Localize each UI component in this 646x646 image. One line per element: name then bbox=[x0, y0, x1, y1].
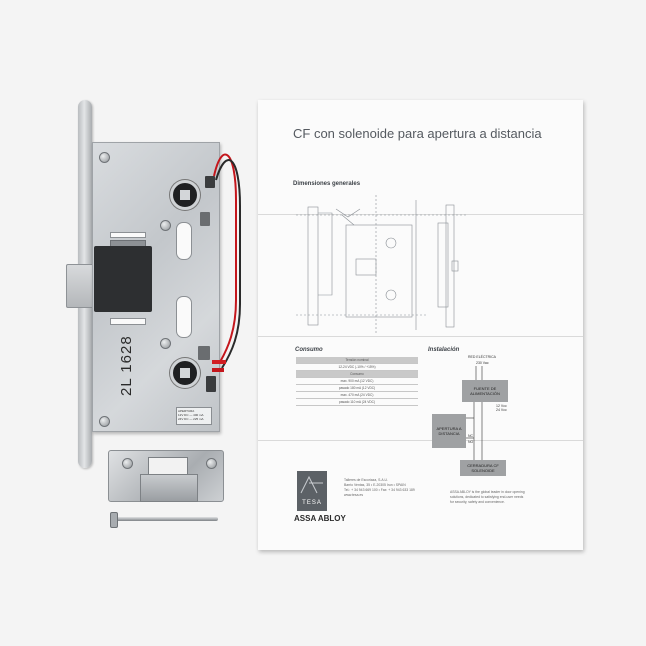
fixing-screw bbox=[110, 517, 218, 521]
installation-heading: Instalación bbox=[428, 347, 460, 353]
leaflet-fold-2 bbox=[258, 336, 583, 337]
follower-upper bbox=[170, 180, 200, 210]
table-row: Tensión nominal bbox=[296, 357, 418, 364]
solenoid-mechanism bbox=[94, 246, 152, 312]
tesa-logo bbox=[297, 471, 327, 511]
statement-line: solutions, dedicated to satisfying end-u… bbox=[450, 495, 524, 499]
wiring-lines bbox=[466, 366, 483, 460]
assa-abloy-logo: ASSA ABLOY bbox=[294, 514, 346, 523]
lock-box: CERRADURA CF SOLENOIDE bbox=[460, 460, 506, 476]
consumption-heading: Consumo bbox=[295, 347, 323, 353]
case-marking: 2L 1628 bbox=[118, 335, 135, 396]
network-label: RED ELÉCTRICA bbox=[468, 355, 497, 359]
statement-line: for security, safety and convenience. bbox=[450, 500, 505, 504]
strike-opening bbox=[148, 457, 188, 475]
table-row: pasado 110 mA (24 VDC) bbox=[296, 399, 418, 406]
address-line: www.tesa.es bbox=[344, 493, 364, 497]
cylinder-slot-upper bbox=[176, 222, 192, 260]
table-row: pasado 180 mA (12 VDC) bbox=[296, 385, 418, 392]
table-row: max. 470 mA (24 VDC) bbox=[296, 392, 418, 399]
no-label: NO bbox=[468, 440, 474, 444]
table-row: Consumo bbox=[296, 371, 418, 378]
fixing-screw-head bbox=[110, 512, 118, 528]
tesa-logo-text: TESA bbox=[302, 500, 322, 506]
nc-label: NC bbox=[468, 434, 474, 438]
address-line: Barrio Ventas, 35 • E-20305 Irun • SPAIN bbox=[344, 483, 406, 487]
strike-screw-right bbox=[206, 458, 217, 469]
table-row: 12-24 VDC (-10% / +15%) bbox=[296, 364, 418, 371]
sticker-line: 12V DC — 400 mA bbox=[178, 413, 204, 417]
address-line: Talleres de Escoriaza, S.A.U. bbox=[344, 478, 388, 482]
consumption-table: Tensión nominal 12-24 VDC (-10% / +15%) … bbox=[296, 357, 418, 406]
part-3 bbox=[198, 346, 210, 360]
screw-3 bbox=[160, 338, 171, 349]
part-2 bbox=[200, 212, 210, 226]
company-address: Talleres de Escoriaza, S.A.U. Barrio Ven… bbox=[344, 478, 415, 498]
rect-slot-2 bbox=[110, 232, 146, 238]
sticker-line: 24V DC — 225 mA bbox=[178, 417, 204, 421]
address-line: Tel.: + 34 943 669 100 • Fax: + 34 943 6… bbox=[344, 488, 415, 492]
logo-mark-icon bbox=[300, 475, 323, 494]
leaflet-fold-1 bbox=[258, 214, 583, 215]
screw-4 bbox=[99, 416, 110, 427]
screw-1 bbox=[99, 152, 110, 163]
group-statement: ASSA ABLOY is the global leader in door … bbox=[450, 490, 525, 505]
voltage-out-label: 12 Vcc 24 Vcc bbox=[496, 404, 507, 412]
sticker-line: APERTURA bbox=[178, 409, 195, 413]
follower-lower bbox=[170, 358, 200, 388]
power-supply-box: FUENTE DE ALIMENTACIÓN bbox=[462, 380, 508, 402]
part-1 bbox=[205, 176, 215, 188]
rating-sticker: APERTURA 12V DC — 400 mA 24V DC — 225 mA bbox=[176, 407, 212, 425]
screw-2 bbox=[160, 220, 171, 231]
strike-screw-left bbox=[122, 458, 133, 469]
strike-lip bbox=[140, 474, 198, 502]
table-row: max. 900 mA (12 VDC) bbox=[296, 378, 418, 385]
part-4 bbox=[206, 376, 216, 392]
network-voltage: 230 Vac bbox=[476, 361, 489, 365]
statement-line: ASSA ABLOY is the global leader in door … bbox=[450, 490, 525, 494]
lock-latch-bolt bbox=[66, 264, 94, 308]
remote-opening-box: APERTURA A DISTANCIA bbox=[432, 414, 466, 448]
technical-drawing bbox=[296, 195, 466, 335]
leaflet-fold-3 bbox=[258, 440, 583, 441]
dimensions-heading: Dimensiones generales bbox=[293, 181, 361, 187]
rect-slot-1 bbox=[110, 318, 146, 325]
cylinder-slot-lower bbox=[176, 296, 192, 338]
leaflet-title: CF con solenoide para apertura a distanc… bbox=[293, 126, 542, 141]
